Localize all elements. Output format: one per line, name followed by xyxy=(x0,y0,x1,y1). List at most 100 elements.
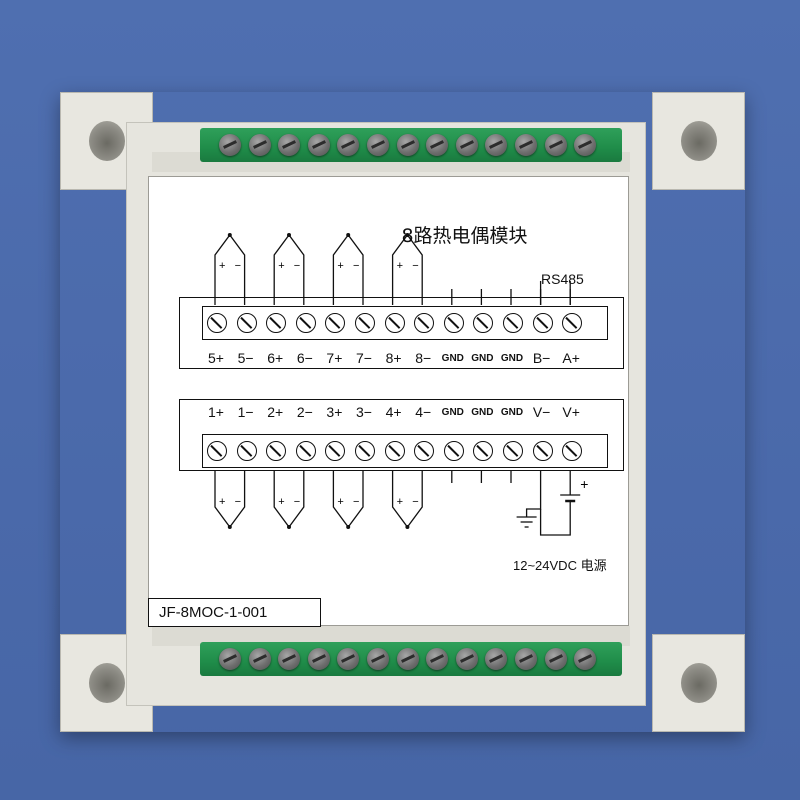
terminal-screw-symbol xyxy=(325,441,346,461)
terminal-screw-icon xyxy=(485,134,508,156)
terminal-screw-icon xyxy=(219,648,241,670)
terminal-label: GND xyxy=(441,353,464,364)
terminal-screw-icon xyxy=(219,134,241,156)
thermocouple-minus-label: − xyxy=(235,496,241,508)
terminal-screw-symbol xyxy=(295,313,316,333)
terminal-label: B− xyxy=(532,350,551,366)
terminal-screw-symbol xyxy=(443,313,464,333)
terminal-label: GND xyxy=(500,353,524,364)
thermocouple-junction xyxy=(405,233,410,237)
thermocouple-junction xyxy=(287,525,291,529)
terminal-label: 4+ xyxy=(385,404,402,420)
thermocouple-minus-label: − xyxy=(294,496,300,508)
terminal-screw-icon xyxy=(426,648,449,670)
mount-tab-top-right xyxy=(652,92,745,190)
mount-hole-icon xyxy=(89,121,125,161)
lower-terminal-row xyxy=(202,434,608,468)
terminal-screw-symbol xyxy=(207,441,227,461)
terminal-label: 7+ xyxy=(326,350,343,366)
thermocouple-junction xyxy=(346,525,351,529)
mount-hole-icon xyxy=(89,663,125,703)
terminal-screw-icon xyxy=(544,134,567,156)
terminal-screw-symbol xyxy=(562,441,583,461)
terminal-screw-symbol xyxy=(384,313,405,333)
thermocouple-minus-label: − xyxy=(235,260,241,272)
rs485-label: RS485 xyxy=(541,271,584,287)
thermocouple-plus-label: + xyxy=(397,496,403,508)
terminal-screw-symbol xyxy=(443,441,464,461)
terminal-screw-icon xyxy=(337,648,360,670)
terminal-label: GND xyxy=(471,353,494,364)
power-return-lead xyxy=(539,501,571,536)
terminal-label: 2+ xyxy=(267,404,284,420)
terminal-screw-icon xyxy=(455,648,478,670)
terminal-label: 5+ xyxy=(208,350,224,366)
terminal-screw-icon xyxy=(367,648,389,670)
terminal-screw-icon xyxy=(248,648,271,670)
terminal-screw-symbol xyxy=(414,313,435,333)
terminal-label: 2− xyxy=(296,404,313,420)
terminal-screw-icon xyxy=(307,134,330,156)
terminal-screw-icon xyxy=(278,134,301,156)
terminal-label: GND xyxy=(500,407,524,418)
thermocouple-plus-label: + xyxy=(219,260,225,272)
terminal-screw-icon xyxy=(337,134,360,156)
terminal-screw-symbol xyxy=(532,313,553,333)
terminal-screw-symbol xyxy=(414,441,435,461)
terminal-label: 4− xyxy=(415,404,432,420)
thermocouple-junction xyxy=(227,525,232,529)
terminal-screw-symbol xyxy=(295,441,316,461)
terminal-label: 6− xyxy=(296,350,313,366)
terminal-screw-symbol xyxy=(384,441,405,461)
terminal-screw-icon xyxy=(574,648,597,670)
thermocouple-minus-label: − xyxy=(412,496,418,508)
terminal-screw-icon xyxy=(455,134,478,156)
terminal-screw-icon xyxy=(544,648,567,670)
thermocouple-minus-label: − xyxy=(294,260,300,272)
module-title: 8路热电偶模块 xyxy=(401,225,528,247)
terminal-label: V+ xyxy=(562,404,580,420)
terminal-screw-symbol xyxy=(266,441,287,461)
terminal-screw-icon xyxy=(485,648,508,670)
thermocouple-minus-label: − xyxy=(353,496,359,508)
terminal-label: 3+ xyxy=(326,404,343,420)
thermocouple-junction xyxy=(287,233,291,237)
terminal-label: 1+ xyxy=(208,404,224,420)
terminal-screw-symbol xyxy=(236,313,257,333)
model-number-label: JF-8MOC-1-001 xyxy=(148,598,321,627)
terminal-label: 6+ xyxy=(267,350,284,366)
terminal-screw-symbol xyxy=(532,441,553,461)
terminal-label: 1− xyxy=(237,404,254,420)
terminal-screw-symbol xyxy=(473,441,494,461)
terminal-screw-symbol xyxy=(266,313,287,333)
mount-hole-icon xyxy=(681,663,717,703)
terminal-label: GND xyxy=(471,407,494,418)
terminal-label: 7− xyxy=(356,350,372,366)
terminal-screw-symbol xyxy=(503,441,523,461)
terminal-screw-icon xyxy=(426,134,449,156)
terminal-screw-icon xyxy=(515,134,537,156)
thermocouple-junction xyxy=(227,233,232,237)
terminal-screw-icon xyxy=(278,648,301,670)
terminal-label: V− xyxy=(532,404,551,420)
terminal-screw-symbol xyxy=(355,441,375,461)
terminal-label: A+ xyxy=(562,350,580,366)
thermocouple-plus-label: + xyxy=(278,496,284,508)
terminal-screw-symbol xyxy=(325,313,346,333)
upper-terminal-row xyxy=(202,306,608,340)
terminal-screw-icon xyxy=(248,134,271,156)
terminal-screw-symbol xyxy=(236,441,257,461)
terminal-screw-icon xyxy=(574,134,597,156)
terminal-screw-symbol xyxy=(355,313,375,333)
ground-lead xyxy=(525,471,542,517)
terminal-label: 3− xyxy=(356,404,372,420)
wiring-diagram: +−+−+−+−+−+−+−+−+ xyxy=(214,233,588,536)
terminal-screw-symbol xyxy=(473,313,494,333)
thermocouple-minus-label: − xyxy=(412,260,418,272)
thermocouple-plus-label: + xyxy=(397,260,403,272)
mount-tab-bottom-right xyxy=(652,634,745,732)
terminal-screw-icon xyxy=(367,134,389,156)
terminal-screw-symbol xyxy=(562,313,583,333)
thermocouple-minus-label: − xyxy=(353,260,359,272)
